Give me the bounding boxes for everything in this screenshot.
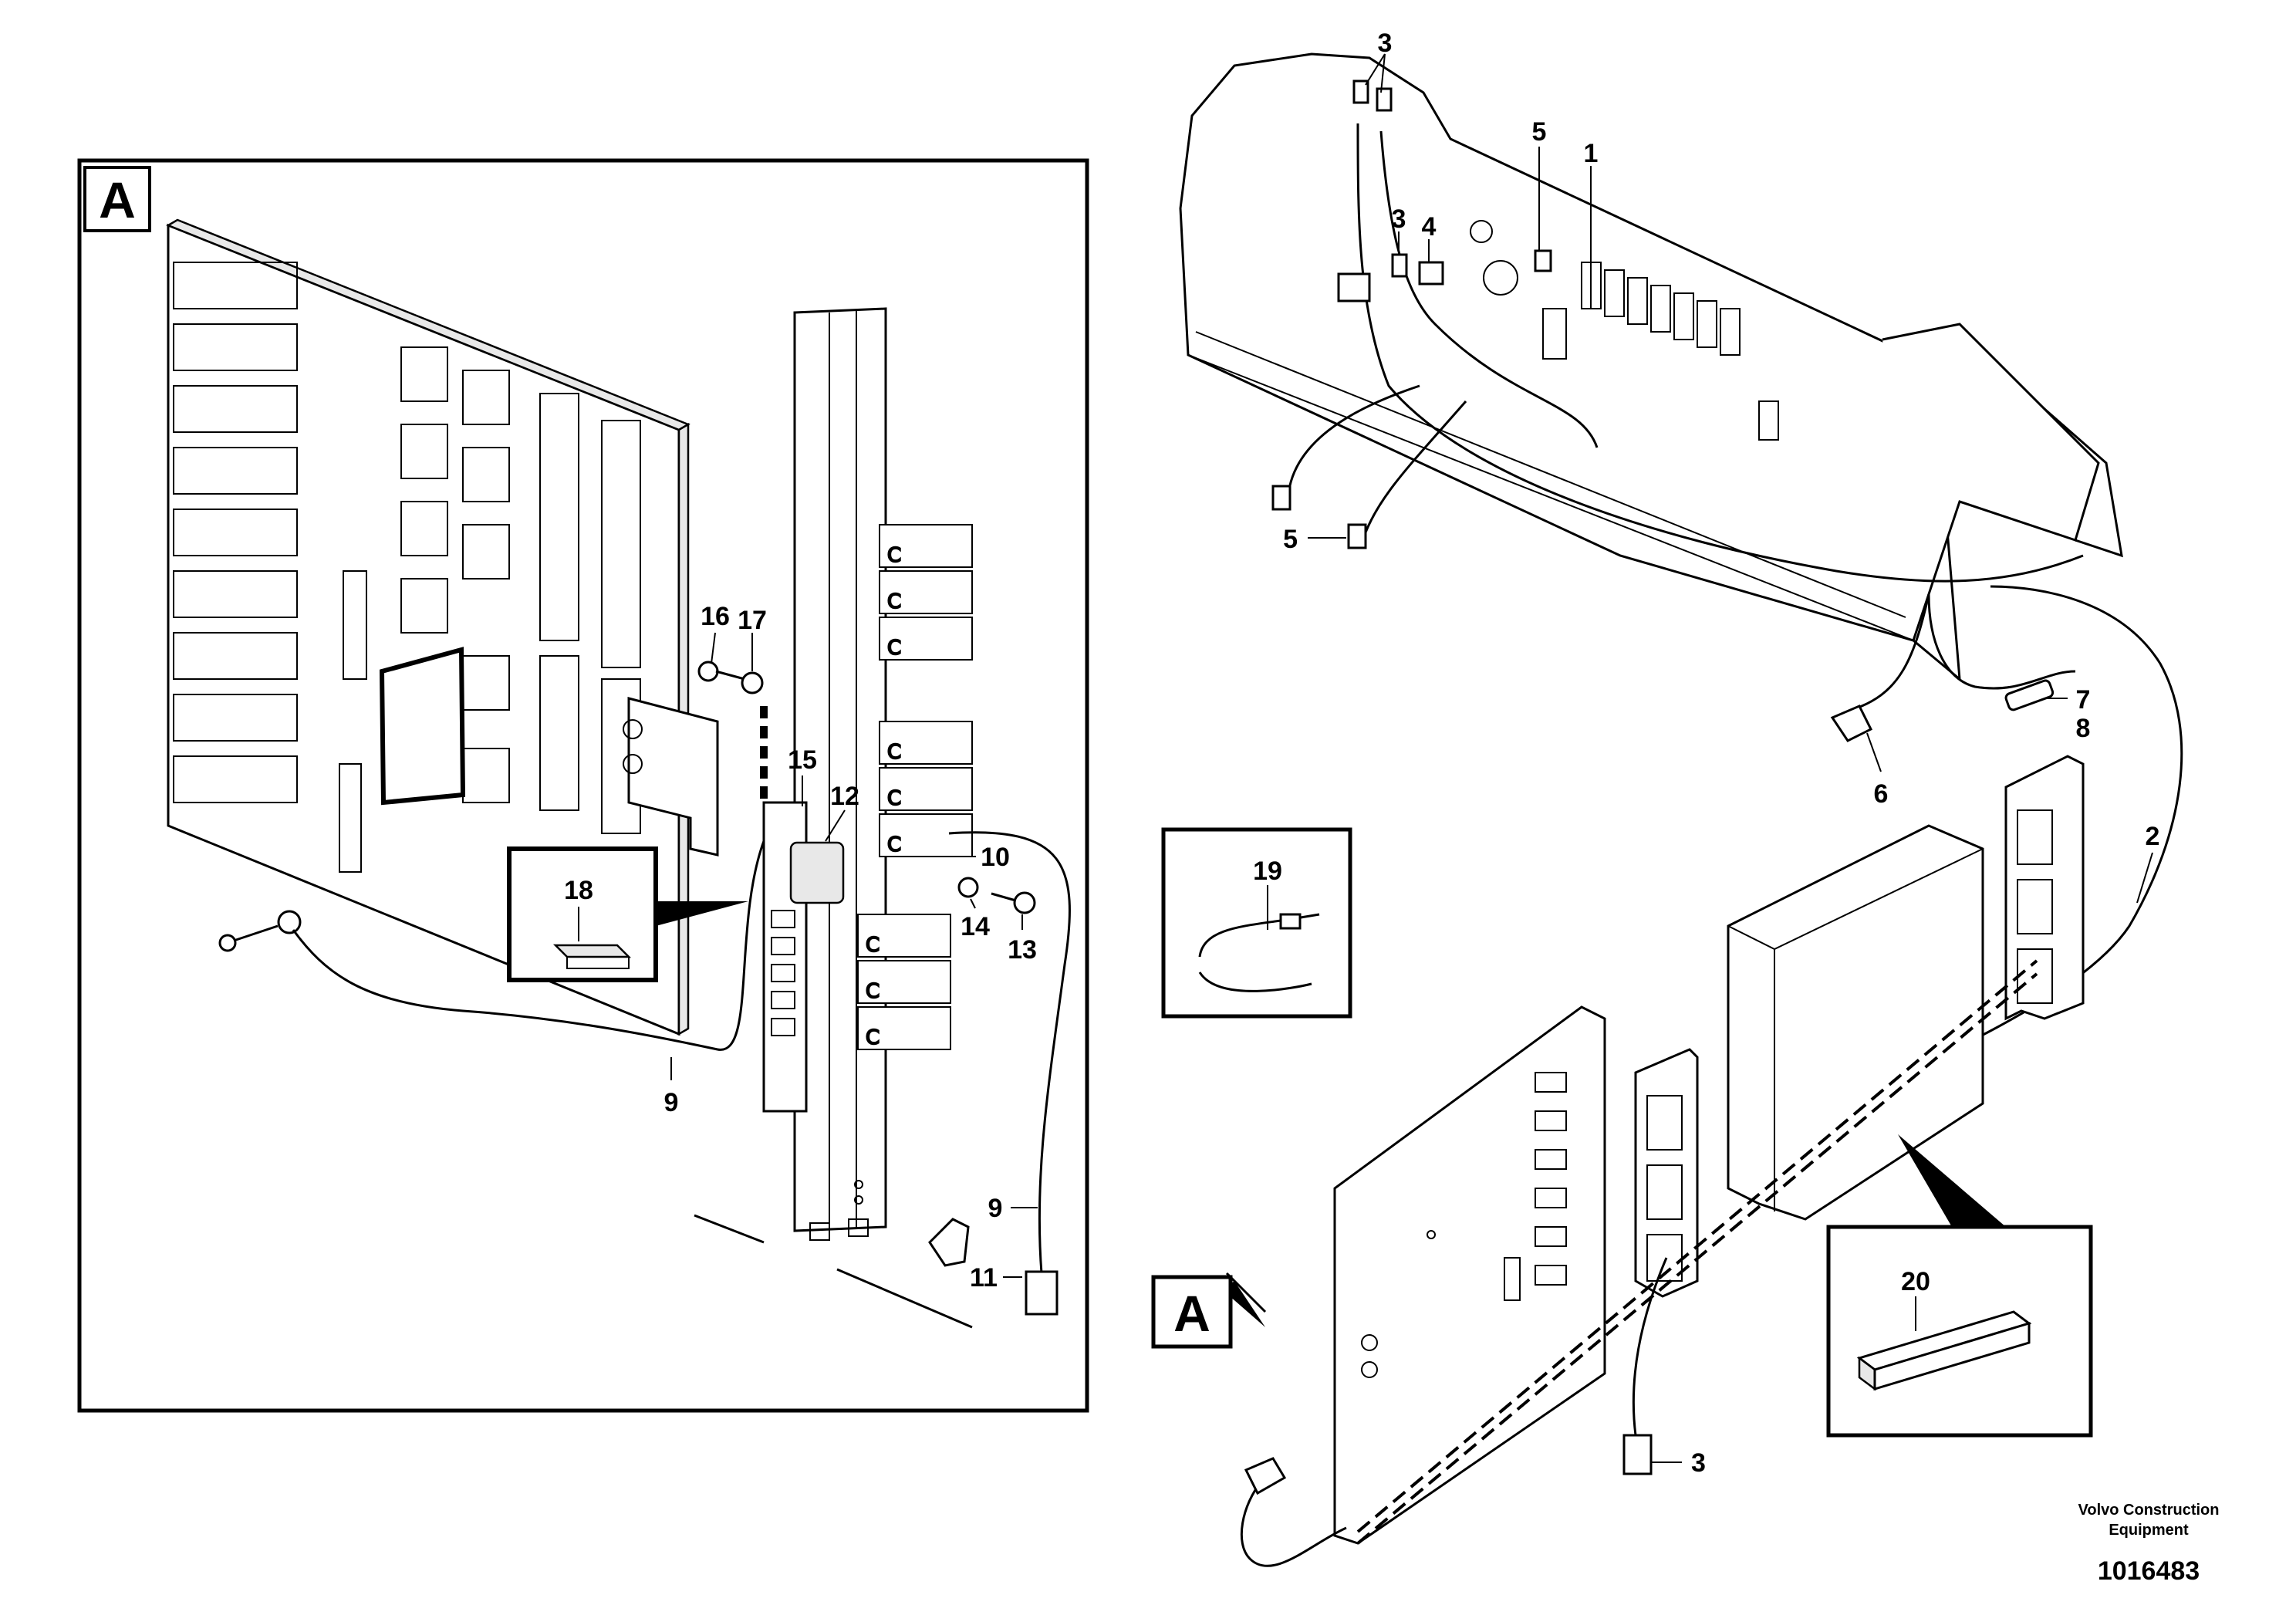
callout-5-bottom: 5	[1283, 525, 1298, 554]
svg-text:C: C	[866, 934, 880, 957]
callout-9-right: 9	[988, 1194, 1003, 1223]
cable-clip	[928, 1218, 970, 1267]
callout-5-top: 5	[1532, 117, 1547, 147]
svg-text:C: C	[866, 980, 880, 1003]
instrument-panel	[1179, 52, 2183, 1113]
relay-stack: C C C C C C C C C	[857, 524, 973, 1050]
relay-12	[789, 841, 845, 904]
callout-10: 10	[981, 843, 1010, 872]
callout-3-mid: 3	[1392, 204, 1406, 234]
control-unit-assembly	[1223, 755, 2085, 1567]
credit-line-1: Volvo Construction	[2078, 1502, 2220, 1519]
callout-12: 12	[830, 782, 859, 811]
callout-8: 8	[2076, 714, 2091, 743]
fasteners	[218, 661, 1036, 952]
callout-9-left: 9	[664, 1088, 679, 1117]
callout-20: 20	[1901, 1267, 1930, 1296]
footer-credit: Volvo Construction Equipment 1016483	[2078, 1502, 2220, 1586]
callout-18: 18	[564, 876, 593, 905]
svg-text:C: C	[887, 741, 901, 764]
fuse-inset	[507, 846, 748, 982]
callout-11: 11	[970, 1263, 998, 1293]
cable-tie-inset	[1161, 827, 1352, 1019]
callout-15: 15	[788, 745, 817, 775]
callout-3-bottom: 3	[1691, 1448, 1706, 1478]
connector-inset	[1826, 1134, 2093, 1438]
detail-a-frame: A	[77, 158, 1089, 1413]
leader-lines	[578, 53, 2153, 1463]
document-number: 1016483	[2098, 1556, 2200, 1586]
svg-text:C: C	[887, 787, 901, 810]
svg-text:C: C	[887, 637, 901, 660]
callout-16: 16	[701, 602, 730, 631]
floor-lines	[694, 1214, 973, 1329]
callout-7: 7	[2076, 685, 2091, 715]
detail-a-label: A	[99, 171, 136, 228]
svg-text:C: C	[887, 544, 901, 567]
terminal-strip	[760, 706, 808, 1113]
svg-text:C: C	[887, 590, 901, 613]
callout-4: 4	[1422, 212, 1437, 242]
svg-text:C: C	[866, 1026, 880, 1049]
callout-17: 17	[738, 606, 767, 635]
callout-14: 14	[961, 912, 990, 941]
svg-text:C: C	[887, 833, 901, 857]
callout-3-top: 3	[1378, 29, 1393, 58]
circuit-board	[166, 218, 719, 1036]
callout-labels: 1 2 3 3 3 4 5 5 6 7 8 9 9 10 11 12 13 14…	[564, 29, 2159, 1478]
ground-cable	[292, 831, 1071, 1316]
callout-2: 2	[2146, 822, 2160, 851]
callout-13: 13	[1008, 935, 1037, 965]
callout-19: 19	[1253, 857, 1282, 886]
callout-1: 1	[1584, 139, 1599, 168]
detail-a-reference-label: A	[1173, 1285, 1210, 1342]
callout-6: 6	[1874, 779, 1889, 809]
detail-a-reference: A	[1151, 1275, 1233, 1349]
credit-line-2: Equipment	[2109, 1522, 2189, 1539]
